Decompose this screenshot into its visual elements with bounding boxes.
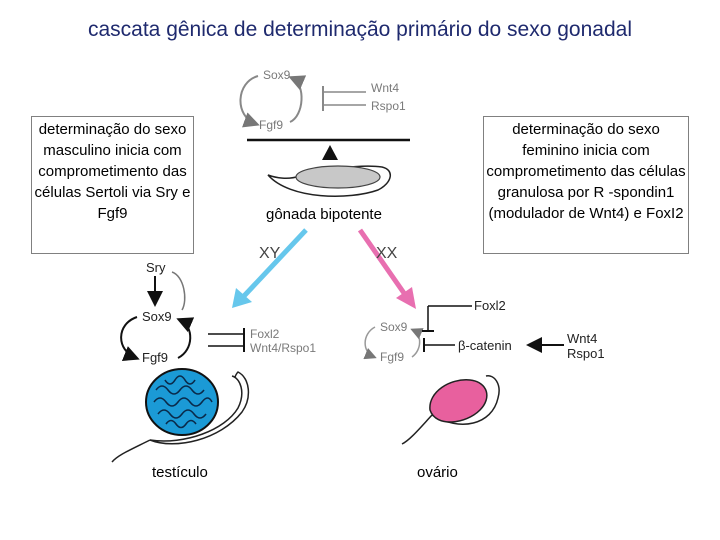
xy-label: XY xyxy=(259,245,281,262)
top-rspo1-label: Rspo1 xyxy=(371,99,406,113)
female-rspo1-label: Rspo1 xyxy=(567,346,605,361)
xy-arrow xyxy=(242,228,308,298)
female-sox9-label: Sox9 xyxy=(380,320,408,334)
top-gene-cascade: Sox9 Fgf9 Wnt4 Rspo1 xyxy=(239,68,406,132)
testis-label: testículo xyxy=(152,464,208,481)
female-determination-box: determinação do sexo feminino inicia com… xyxy=(483,116,689,254)
top-fgf9-label: Fgf9 xyxy=(259,118,283,132)
male-determination-box: determinação do sexo masculino inicia co… xyxy=(31,116,194,254)
female-foxl2-label: Foxl2 xyxy=(474,298,506,313)
male-fgf9-label: Fgf9 xyxy=(142,350,168,365)
male-foxl2-label: Foxl2 xyxy=(250,327,280,341)
sry-feedback-arc xyxy=(171,271,186,311)
female-fgf9-sox9-loop xyxy=(410,328,424,358)
xy-xx-branches: XY XX xyxy=(232,228,416,309)
male-wnt4rspo1-label: Wnt4/Rspo1 xyxy=(250,341,316,355)
male-determination-text: determinação do sexo masculino inicia co… xyxy=(34,121,191,222)
female-wnt4-label: Wnt4 xyxy=(567,331,597,346)
top-fgf9-loop-arrow xyxy=(239,75,260,128)
top-wnt4-label: Wnt4 xyxy=(371,81,399,95)
male-sox9-label: Sox9 xyxy=(142,309,172,324)
male-fgf9-to-sox9-arrow xyxy=(176,317,195,359)
ovary-illustration xyxy=(401,375,500,445)
bipotent-gonad-label: gônada bipotente xyxy=(266,206,382,223)
female-fgf9-label: Fgf9 xyxy=(380,350,404,364)
xx-arrow xyxy=(357,228,409,298)
male-sox9-to-fgf9-arrow xyxy=(120,316,140,361)
page-title: cascata gênica de determinação primário … xyxy=(87,18,632,41)
male-sry-label: Sry xyxy=(146,260,166,275)
male-gene-pathway: Sry Sox9 Fgf9 Foxl2 Wnt4/Rspo1 xyxy=(120,260,316,365)
xx-label: XX xyxy=(376,245,398,262)
top-sox9-loop-arrow xyxy=(288,75,307,123)
bipotent-gonad-illustration xyxy=(267,165,391,197)
female-sox9-fgf9-loop xyxy=(363,326,377,360)
female-determination-text: determinação do sexo feminino inicia com… xyxy=(486,121,686,222)
ovary-label: ovário xyxy=(417,464,458,481)
female-catenin-label: β-catenin xyxy=(458,338,512,353)
top-sox9-label: Sox9 xyxy=(263,68,291,82)
testis-illustration xyxy=(111,368,250,463)
female-gene-pathway: Sox9 Fgf9 Foxl2 β-catenin Wnt4 Rspo1 xyxy=(363,298,605,364)
balance-scale xyxy=(247,138,410,160)
